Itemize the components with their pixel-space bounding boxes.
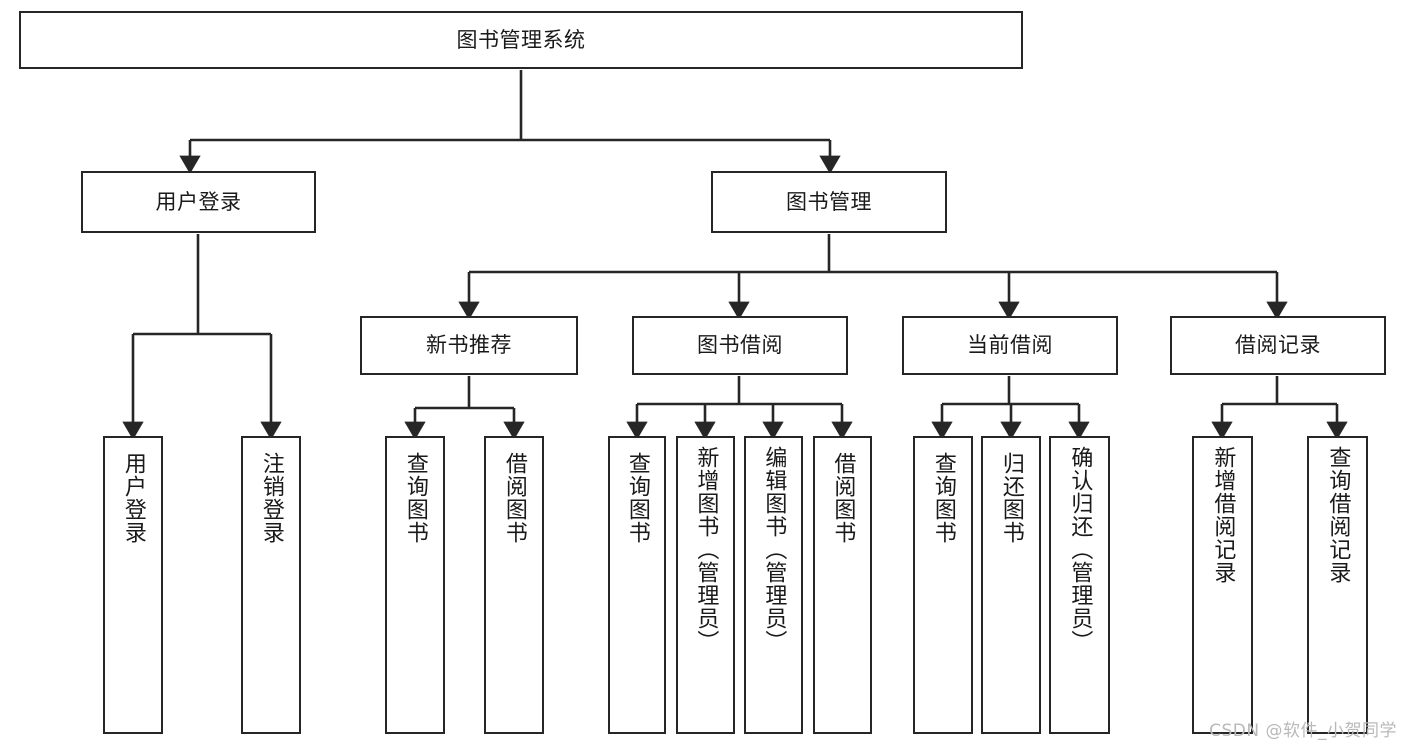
node-leaf-confirm-return-admin[interactable]: 确认归还（管理员） xyxy=(1049,436,1110,734)
node-root[interactable]: 图书管理系统 xyxy=(19,11,1023,69)
node-leaf-query-book-2[interactable]: 查询图书 xyxy=(608,436,666,734)
node-leaf-borrow-book-1-label: 借阅图书 xyxy=(501,452,527,544)
node-leaf-borrow-book-1[interactable]: 借阅图书 xyxy=(484,436,544,734)
node-leaf-add-book-admin[interactable]: 新增图书（管理员） xyxy=(676,436,735,734)
node-leaf-user-login-label: 用户登录 xyxy=(120,452,146,544)
node-user-login[interactable]: 用户登录 xyxy=(81,171,316,233)
node-borrow-record[interactable]: 借阅记录 xyxy=(1170,316,1386,375)
node-leaf-confirm-return-admin-label: 确认归还（管理员） xyxy=(1067,446,1093,653)
node-leaf-borrow-book-2[interactable]: 借阅图书 xyxy=(813,436,872,734)
node-leaf-add-record[interactable]: 新增借阅记录 xyxy=(1192,436,1253,734)
node-leaf-logout-label: 注销登录 xyxy=(258,452,284,544)
node-new-book-rec-label: 新书推荐 xyxy=(426,333,512,358)
node-current-borrow-label: 当前借阅 xyxy=(967,333,1053,358)
node-book-manage[interactable]: 图书管理 xyxy=(711,171,947,233)
node-leaf-user-login[interactable]: 用户登录 xyxy=(103,436,163,734)
node-book-borrow-label: 图书借阅 xyxy=(697,333,783,358)
node-leaf-query-book-2-label: 查询图书 xyxy=(624,452,650,544)
watermark: CSDN @软件_小贺同学 xyxy=(1209,721,1397,741)
node-user-login-label: 用户登录 xyxy=(155,189,242,214)
node-borrow-record-label: 借阅记录 xyxy=(1235,333,1321,358)
node-leaf-borrow-book-2-label: 借阅图书 xyxy=(830,452,856,544)
node-leaf-query-book-1[interactable]: 查询图书 xyxy=(385,436,445,734)
node-leaf-edit-book-admin[interactable]: 编辑图书（管理员） xyxy=(744,436,803,734)
node-leaf-return-book-label: 归还图书 xyxy=(998,452,1024,544)
node-root-label: 图书管理系统 xyxy=(456,27,586,52)
node-leaf-edit-book-admin-label: 编辑图书（管理员） xyxy=(761,446,787,653)
node-book-manage-label: 图书管理 xyxy=(786,189,872,214)
node-leaf-query-book-1-label: 查询图书 xyxy=(402,452,428,544)
node-leaf-query-book-3-label: 查询图书 xyxy=(930,452,956,544)
node-leaf-query-record[interactable]: 查询借阅记录 xyxy=(1307,436,1368,734)
node-leaf-add-book-admin-label: 新增图书（管理员） xyxy=(693,446,719,653)
node-leaf-query-record-label: 查询借阅记录 xyxy=(1325,446,1351,584)
node-leaf-return-book[interactable]: 归还图书 xyxy=(981,436,1041,734)
node-new-book-rec[interactable]: 新书推荐 xyxy=(360,316,578,375)
node-leaf-query-book-3[interactable]: 查询图书 xyxy=(913,436,973,734)
node-leaf-logout[interactable]: 注销登录 xyxy=(241,436,301,734)
node-book-borrow[interactable]: 图书借阅 xyxy=(632,316,848,375)
node-current-borrow[interactable]: 当前借阅 xyxy=(902,316,1118,375)
node-leaf-add-record-label: 新增借阅记录 xyxy=(1210,446,1236,584)
